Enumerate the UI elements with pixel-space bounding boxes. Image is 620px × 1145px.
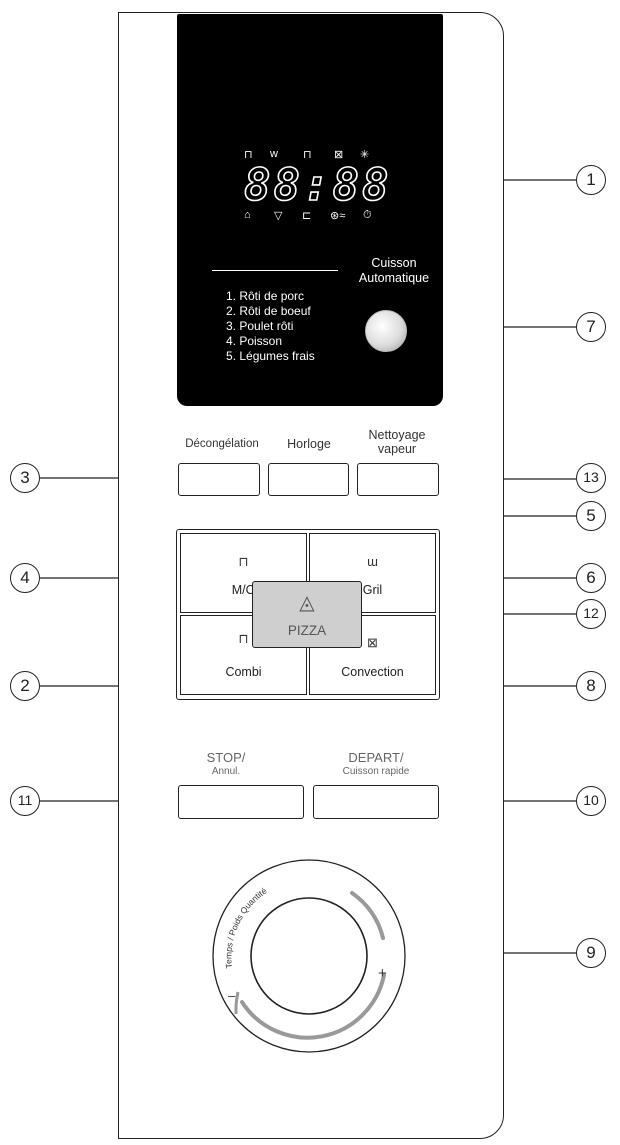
auto-cook-item: 5. Légumes frais xyxy=(226,349,315,363)
combi-label: Combi xyxy=(225,665,262,679)
callout-11: 11 xyxy=(10,786,40,816)
auto-cook-title-line1: Cuisson xyxy=(371,256,417,270)
convection-label: Convection xyxy=(341,665,404,679)
microwave-mode-icon: ⊓ xyxy=(244,149,253,161)
convection-mode-icon: ⊠ xyxy=(334,149,344,161)
pizza-button[interactable]: ◬ PIZZA xyxy=(252,581,362,648)
start-quick-cook-button[interactable] xyxy=(313,785,439,819)
pizza-label: PIZZA xyxy=(287,623,327,638)
time-digits: 88:88 xyxy=(243,159,392,212)
callout-8: 8 xyxy=(576,671,606,701)
callout-5: 5 xyxy=(576,501,606,531)
callout-4: 4 xyxy=(10,563,40,593)
pizza-slice-icon: ▽ xyxy=(274,210,283,222)
steam-clean-label-line1: Nettoyage xyxy=(368,428,426,442)
display-separator xyxy=(212,270,338,271)
auto-cook-menu: 1. Rôti de porc 2. Rôti de boeuf 3. Poul… xyxy=(226,289,315,364)
defrost-button[interactable] xyxy=(178,463,260,496)
callout-3: 3 xyxy=(10,463,40,493)
pizza-slice-icon: ◬ xyxy=(299,592,315,614)
grill-icon: ɯ xyxy=(367,554,378,569)
grill-label: Gril xyxy=(362,583,383,597)
timer-icon: ⏱ xyxy=(363,209,372,221)
callout-13: 13 xyxy=(576,463,606,493)
start-label-line1: DEPART/ xyxy=(348,750,404,765)
auto-cook-item: 4. Poisson xyxy=(226,334,283,348)
callout-10: 10 xyxy=(576,786,606,816)
microwave-icon: ⊓ xyxy=(238,554,249,569)
callout-7: 7 xyxy=(576,312,606,342)
clock-label: Horloge xyxy=(287,437,331,451)
defrost-mode-icon: ✳ xyxy=(360,149,370,161)
steam-clean-button[interactable] xyxy=(357,463,439,496)
clock-button[interactable] xyxy=(268,463,349,496)
auto-cook-item: 3. Poulet rôti xyxy=(226,319,294,333)
chef-hat-icon: ⌂ xyxy=(244,209,251,221)
convection-fan-icon: ⊠ xyxy=(367,635,378,650)
auto-cook-title-line2: Automatique xyxy=(358,271,430,285)
microwave-button[interactable]: ⊓ M/O xyxy=(180,533,307,613)
callout-2: 2 xyxy=(10,671,40,701)
combi-mode-icon: ⊓ xyxy=(303,149,312,161)
combi-icon: ⊓ xyxy=(238,631,249,646)
steam-clean-label-line2: vapeur xyxy=(377,442,417,456)
fan-heat-icon: ⊛≈ xyxy=(330,210,346,222)
microwave-label: M/O xyxy=(231,583,256,597)
stop-label-line2: Annul. xyxy=(211,766,241,777)
callout-1: 1 xyxy=(576,165,606,195)
stop-label-line1: STOP/ xyxy=(206,750,246,765)
callout-9: 9 xyxy=(576,938,606,968)
defrost-label: Décongélation xyxy=(185,438,259,450)
callout-12: 12 xyxy=(576,599,606,629)
auto-cook-item: 2. Rôti de boeuf xyxy=(226,304,311,318)
stop-cancel-button[interactable] xyxy=(178,785,304,819)
callout-6: 6 xyxy=(576,563,606,593)
steam-icon: ⊏ xyxy=(302,210,312,222)
grill-mode-icon: ᴡ xyxy=(270,148,278,160)
auto-cook-knob[interactable] xyxy=(365,310,407,352)
auto-cook-item: 1. Rôti de porc xyxy=(226,289,305,303)
start-label-line2: Cuisson rapide xyxy=(342,766,410,777)
